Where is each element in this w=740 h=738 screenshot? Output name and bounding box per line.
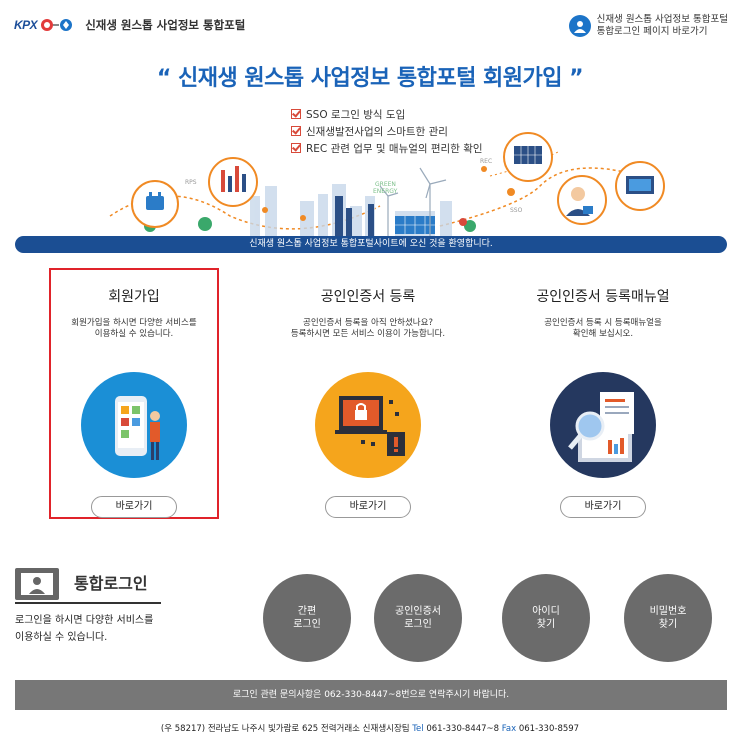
feature-list: SSO 로그인 방식 도입 신재생발전사업의 스마트한 관리 REC 관련 업무… [291,106,483,157]
feature-text: 신재생발전사업의 스마트한 관리 [306,125,448,138]
feature-item: SSO 로그인 방식 도입 [291,106,483,122]
link-line1: 신재생 원스톱 사업정보 통합포털 [596,14,728,25]
feature-item: 신재생발전사업의 스마트한 관리 [291,123,483,139]
page-title: “ 신재생 원스톱 사업정보 통합포털 회원가입 ” [156,66,584,91]
tag-rec: REC [480,158,492,165]
checkbox-icon [291,143,301,153]
top-header: KPX 신재생 원스톱 사업정보 통합포털 신재생 원스톱 사업정보 통합포털 … [0,0,740,56]
card-title: 회원가입 [108,289,160,305]
fax-label: Fax [501,724,517,734]
contact-banner: 로그인 관련 문의사항은 062-330-8447~8번으로 연락주시기 바랍니… [15,680,727,710]
tel-number: 061-330-8447~8 [426,724,500,734]
welcome-banner: 신재생 원스톱 사업정보 통합포털사이트에 오신 것을 환영합니다. [15,236,727,253]
title-divider [15,602,161,604]
site-title: 신재생 원스톱 사업정보 통합포털 [85,18,246,32]
certificate-register-card: 공인인증서 등록 공인인증서 등록을 아직 안하셨나요?등록하시면 모든 서비스… [283,270,453,518]
hero-section: RPS REC SSO GREEN ENERGY “ 신재생 원스톱 사업정보 … [0,56,740,254]
card-title: 공인인증서 등록매뉴얼 [536,289,670,305]
feature-item: REC 관련 업무 및 매뉴얼의 편리한 확인 [291,140,483,156]
manual-magnifier-illustration [550,372,656,478]
user-icon [568,15,591,37]
manual-go-button[interactable]: 바로가기 [560,496,646,518]
signup-highlight-frame [49,268,219,519]
signup-go-button[interactable]: 바로가기 [91,496,177,518]
footer-address: (우 58217) 전라남도 나주시 빛가람로 625 전력거래소 신재생시장팀… [160,724,580,734]
feature-text: SSO 로그인 방식 도입 [306,108,406,121]
integrated-login-link[interactable]: 신재생 원스톱 사업정보 통합포털 통합로그인 페이지 바로가기 [568,14,728,38]
tag-green: GREEN [375,181,396,188]
tag-energy: ENERGY [373,188,398,195]
login-monitor-icon [15,568,59,600]
phone-user-illustration [81,372,187,478]
login-section-title: 통합로그인 [74,574,148,593]
checkbox-icon [291,109,301,119]
logo-emblem-icon [41,19,73,31]
site-logo[interactable]: KPX 신재생 원스톱 사업정보 통합포털 [14,17,245,33]
link-line2: 통합로그인 페이지 바로가기 [596,26,708,37]
certificate-lock-illustration [315,372,421,478]
certificate-go-button[interactable]: 바로가기 [325,496,411,518]
card-description: 공인인증서 등록을 아직 안하셨나요?등록하시면 모든 서비스 이용이 가능합니… [290,318,446,339]
tag-sso: SSO [510,207,523,214]
fax-number: 061-330-8597 [518,724,580,734]
card-title: 공인인증서 등록 [320,289,416,305]
hero-illustration: RPS REC SSO GREEN ENERGY [109,132,665,236]
tel-label: Tel [412,724,424,734]
checkbox-icon [291,126,301,136]
kpx-logo: KPX [14,18,38,32]
tag-rps: RPS [185,179,197,186]
feature-text: REC 관련 업무 및 매뉴얼의 편리한 확인 [306,142,483,155]
